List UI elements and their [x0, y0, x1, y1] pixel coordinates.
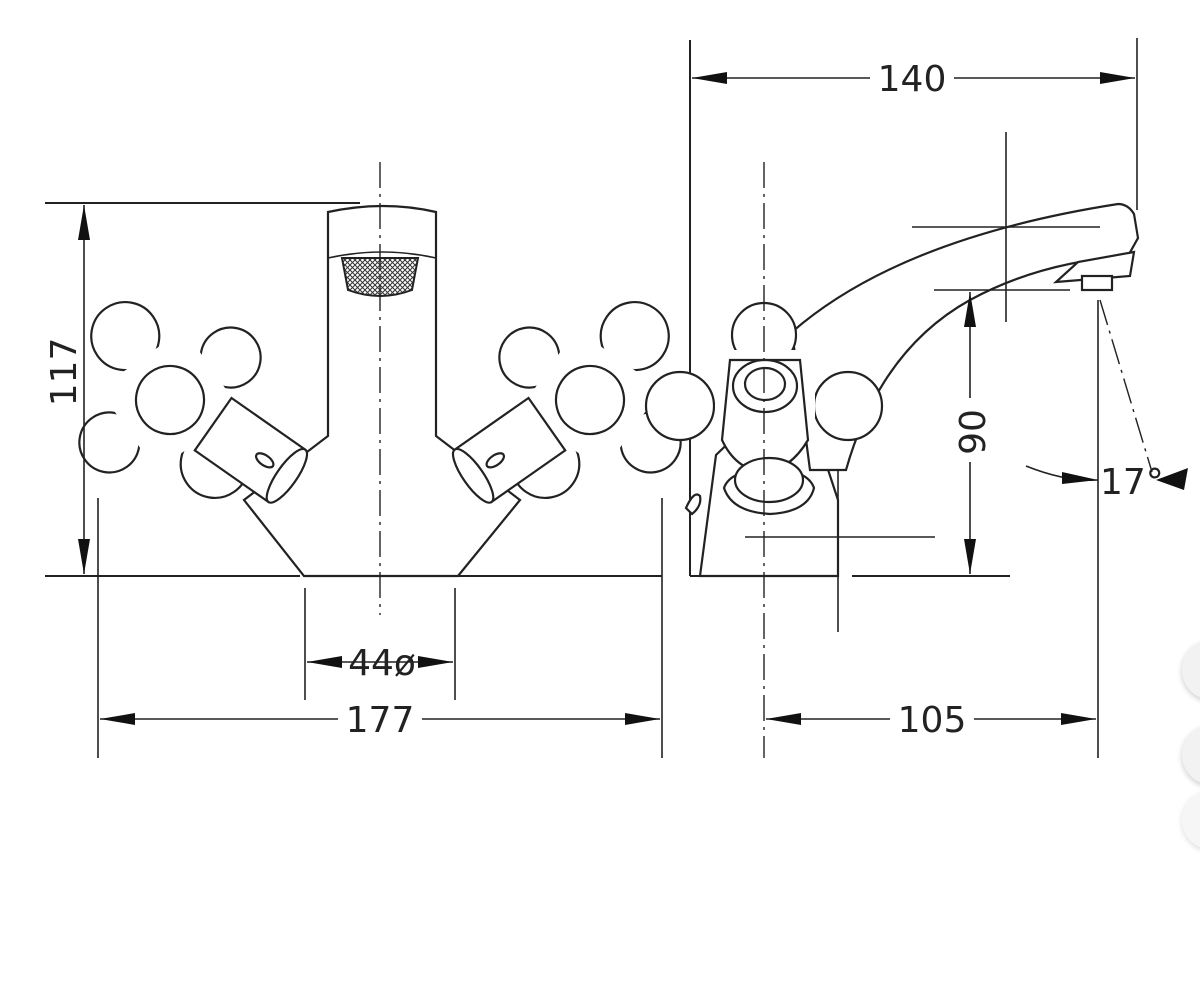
left-cartridge: [193, 396, 309, 504]
edge-circle-1: [1182, 640, 1200, 700]
dim-spout-reach: 105: [898, 700, 967, 741]
dim-spout-angle: 17°: [1100, 462, 1164, 503]
side-cross-handle: [644, 301, 884, 516]
front-body: [242, 204, 522, 578]
dim-overall-height: 117: [44, 338, 85, 407]
dim-spout-height: 90: [953, 409, 994, 455]
edge-circle-2: [1182, 725, 1200, 785]
dim-base-diameter: 44ø: [348, 643, 416, 684]
right-cartridge: [451, 396, 567, 504]
dim-side-depth: 140: [878, 59, 947, 100]
right-cross-handle: [498, 301, 682, 499]
edge-circle-3: [1182, 790, 1200, 850]
dim-overall-width: 177: [346, 700, 415, 741]
side-view: 140 90 105 17°: [644, 38, 1188, 758]
front-view: 117 44ø 177: [44, 162, 682, 758]
